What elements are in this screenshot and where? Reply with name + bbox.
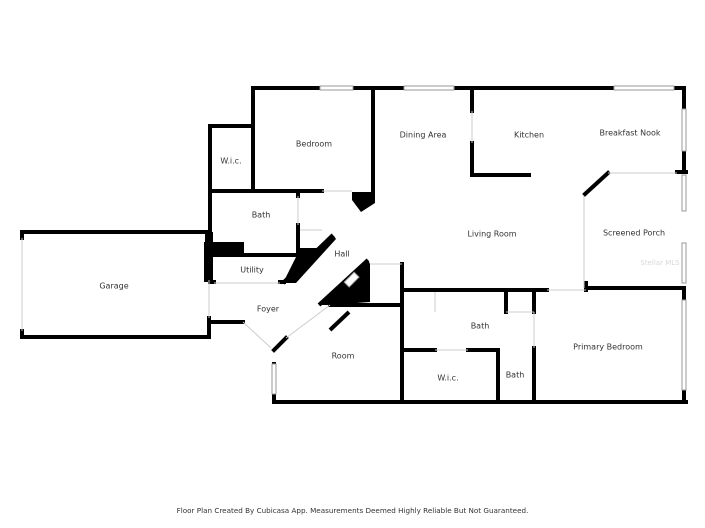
- room-label-breakfast-nook: Breakfast Nook: [599, 128, 661, 138]
- window: [271, 363, 277, 395]
- cabinet: [343, 271, 360, 288]
- window: [613, 85, 675, 91]
- window: [403, 85, 455, 91]
- room-label-wic-left: W.i.c.: [220, 156, 242, 166]
- room-label-hall: Hall: [334, 249, 350, 259]
- bedroom-walls: [208, 86, 686, 244]
- room-label-garage: Garage: [99, 281, 129, 291]
- window: [681, 299, 687, 391]
- room-label-living-room: Living Room: [467, 229, 517, 239]
- room-label-primary-bedroom: Primary Bedroom: [573, 342, 643, 352]
- room-label-bath-small: Bath: [505, 370, 525, 380]
- window: [681, 242, 687, 284]
- garage-wall-block: [205, 232, 213, 282]
- room-label-foyer: Foyer: [256, 304, 280, 314]
- kitchen-walls: [470, 86, 531, 177]
- room-label-room: Room: [331, 351, 355, 361]
- utility-block: [204, 242, 244, 282]
- room-label-kitchen: Kitchen: [513, 130, 545, 140]
- porch-angle: [582, 170, 611, 197]
- room-label-dining-area: Dining Area: [399, 130, 447, 140]
- window: [319, 85, 354, 91]
- living-bottom: [400, 262, 549, 404]
- window: [681, 108, 687, 152]
- room-entry-angle: [271, 335, 289, 353]
- window: [681, 174, 687, 212]
- bedroom-corner-wedge: [352, 192, 375, 212]
- watermark: Stellar MLS: [640, 259, 680, 267]
- room-label-bath-upper: Bath: [251, 210, 271, 220]
- primary-bath-walls: [400, 288, 536, 404]
- room-label-wic-primary: W.i.c.: [437, 373, 459, 383]
- room-label-screened-porch: Screened Porch: [602, 228, 666, 238]
- room-label-bedroom: Bedroom: [295, 139, 333, 149]
- south-wall: [272, 362, 688, 404]
- room-label-bath-primary: Bath: [470, 321, 490, 331]
- floor-plan-caption: Floor Plan Created By Cubicasa App. Meas…: [176, 506, 529, 515]
- room-label-utility: Utility: [240, 265, 264, 275]
